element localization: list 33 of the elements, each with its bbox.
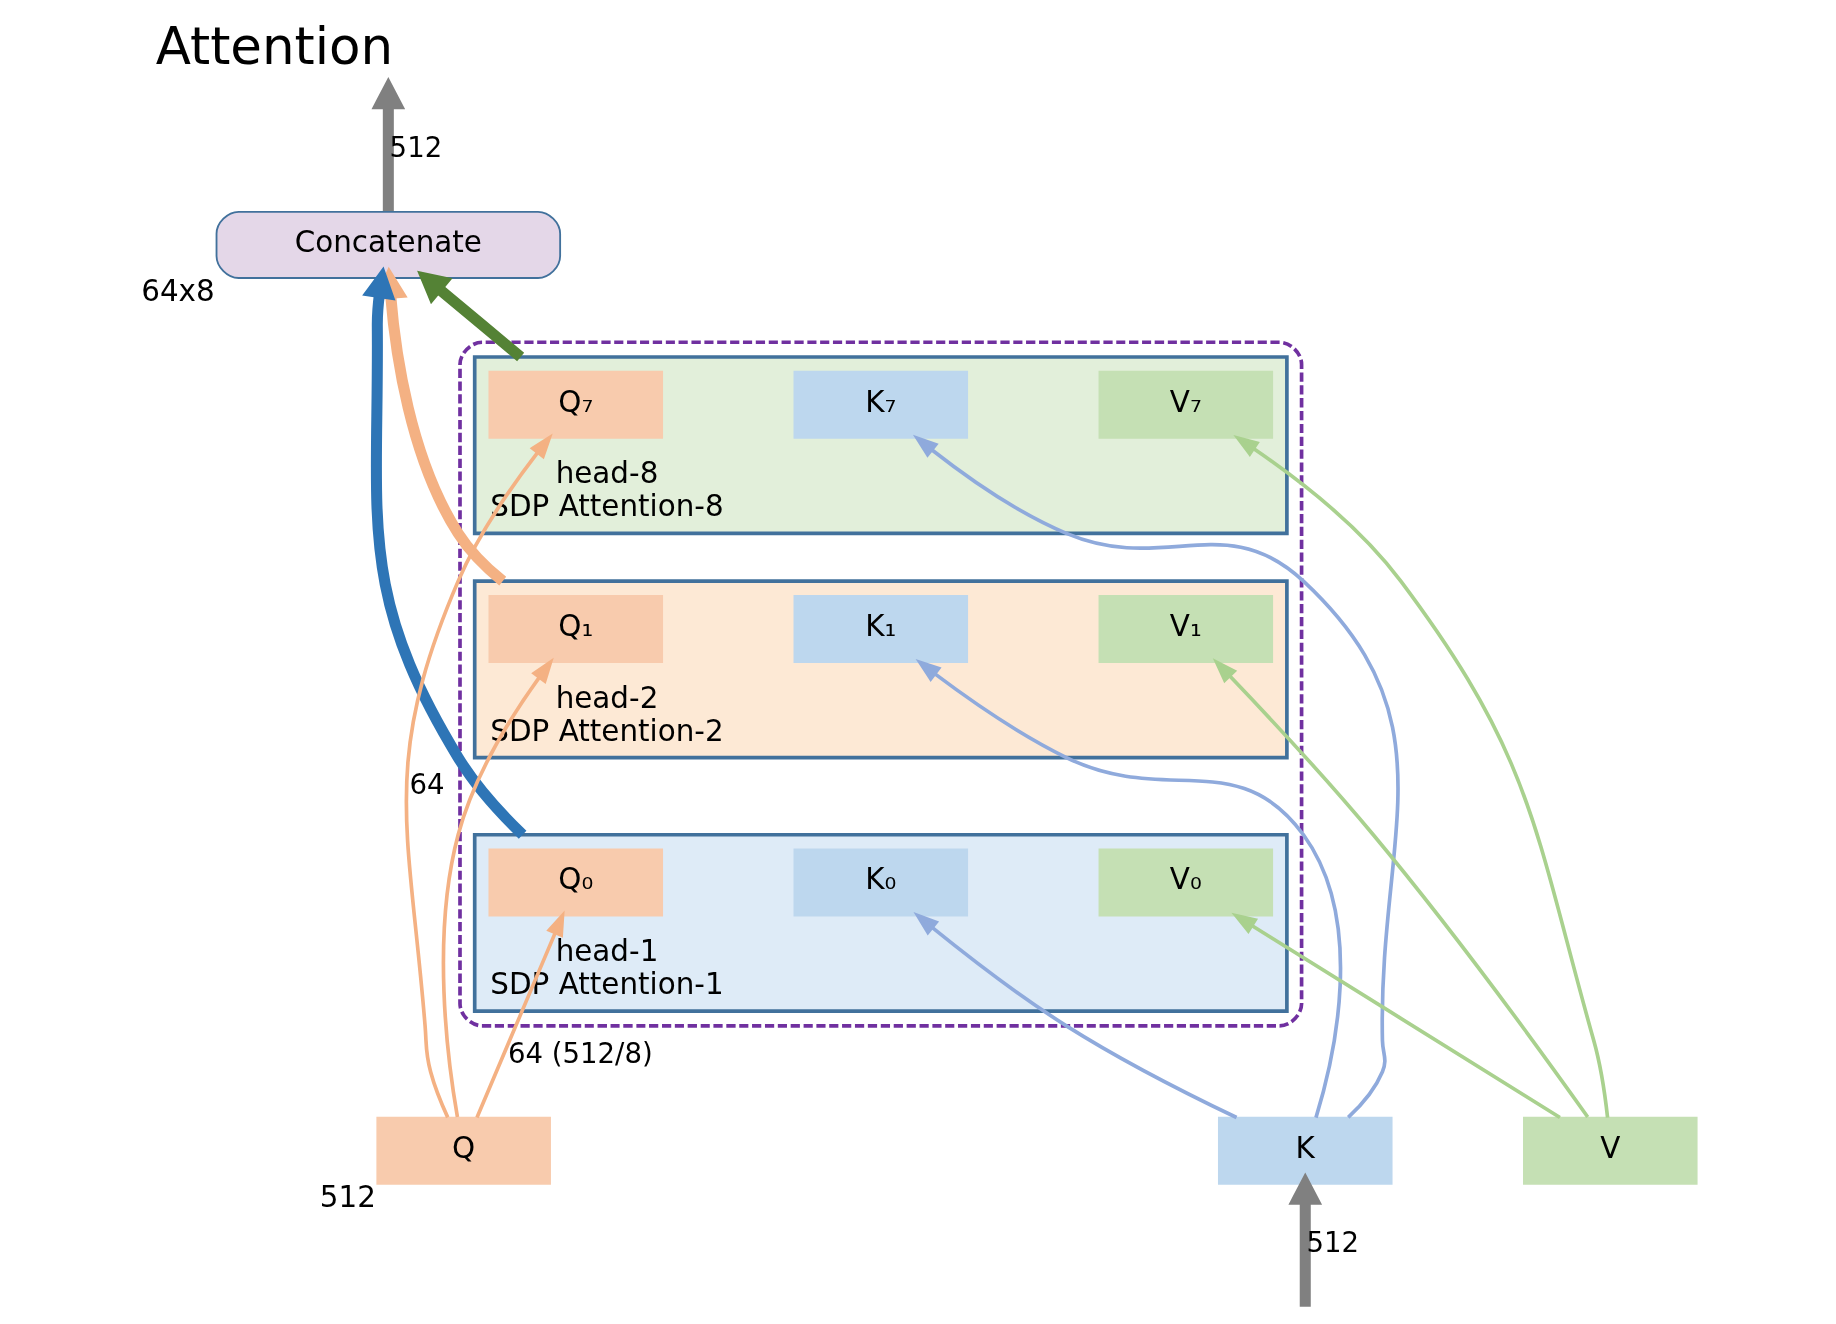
- arrow: [1212, 658, 1590, 1118]
- node-box: Q: [376, 1116, 551, 1185]
- diagram-title: Attention: [155, 16, 394, 77]
- node-box: K₇: [793, 370, 969, 439]
- node-box: Q₇: [488, 370, 664, 439]
- node-box: Concatenate: [215, 210, 562, 279]
- arrow: [404, 433, 553, 1119]
- node-box: Q₀: [488, 848, 664, 917]
- edge-label: 64: [409, 768, 445, 801]
- edge-label: 64 (512/8): [508, 1036, 653, 1069]
- node-box: V₀: [1098, 848, 1274, 917]
- arrow: [912, 434, 1400, 1119]
- arrow: [441, 657, 554, 1118]
- node-label: 512: [319, 1180, 376, 1215]
- node-box: K: [1217, 1116, 1393, 1185]
- node-label: 64x8: [141, 274, 215, 309]
- node-box: V₇: [1098, 370, 1274, 439]
- arrow: [1231, 912, 1561, 1120]
- arrow: [417, 270, 525, 362]
- arrow: [913, 912, 1238, 1120]
- node-box: K₁: [793, 594, 969, 663]
- arrow: [1233, 435, 1610, 1118]
- arrow: [371, 77, 406, 212]
- edge-label: 512: [389, 130, 443, 163]
- cluster: [458, 340, 1304, 1028]
- arrow: [915, 659, 1343, 1119]
- node-box: V₁: [1098, 594, 1274, 663]
- node-box: K₀: [793, 848, 969, 917]
- arrow: [1288, 1172, 1323, 1307]
- node-box: Q₁: [488, 594, 664, 663]
- node-box: V: [1523, 1116, 1698, 1185]
- edge-label: 512: [1306, 1225, 1360, 1258]
- arrow: [475, 910, 565, 1119]
